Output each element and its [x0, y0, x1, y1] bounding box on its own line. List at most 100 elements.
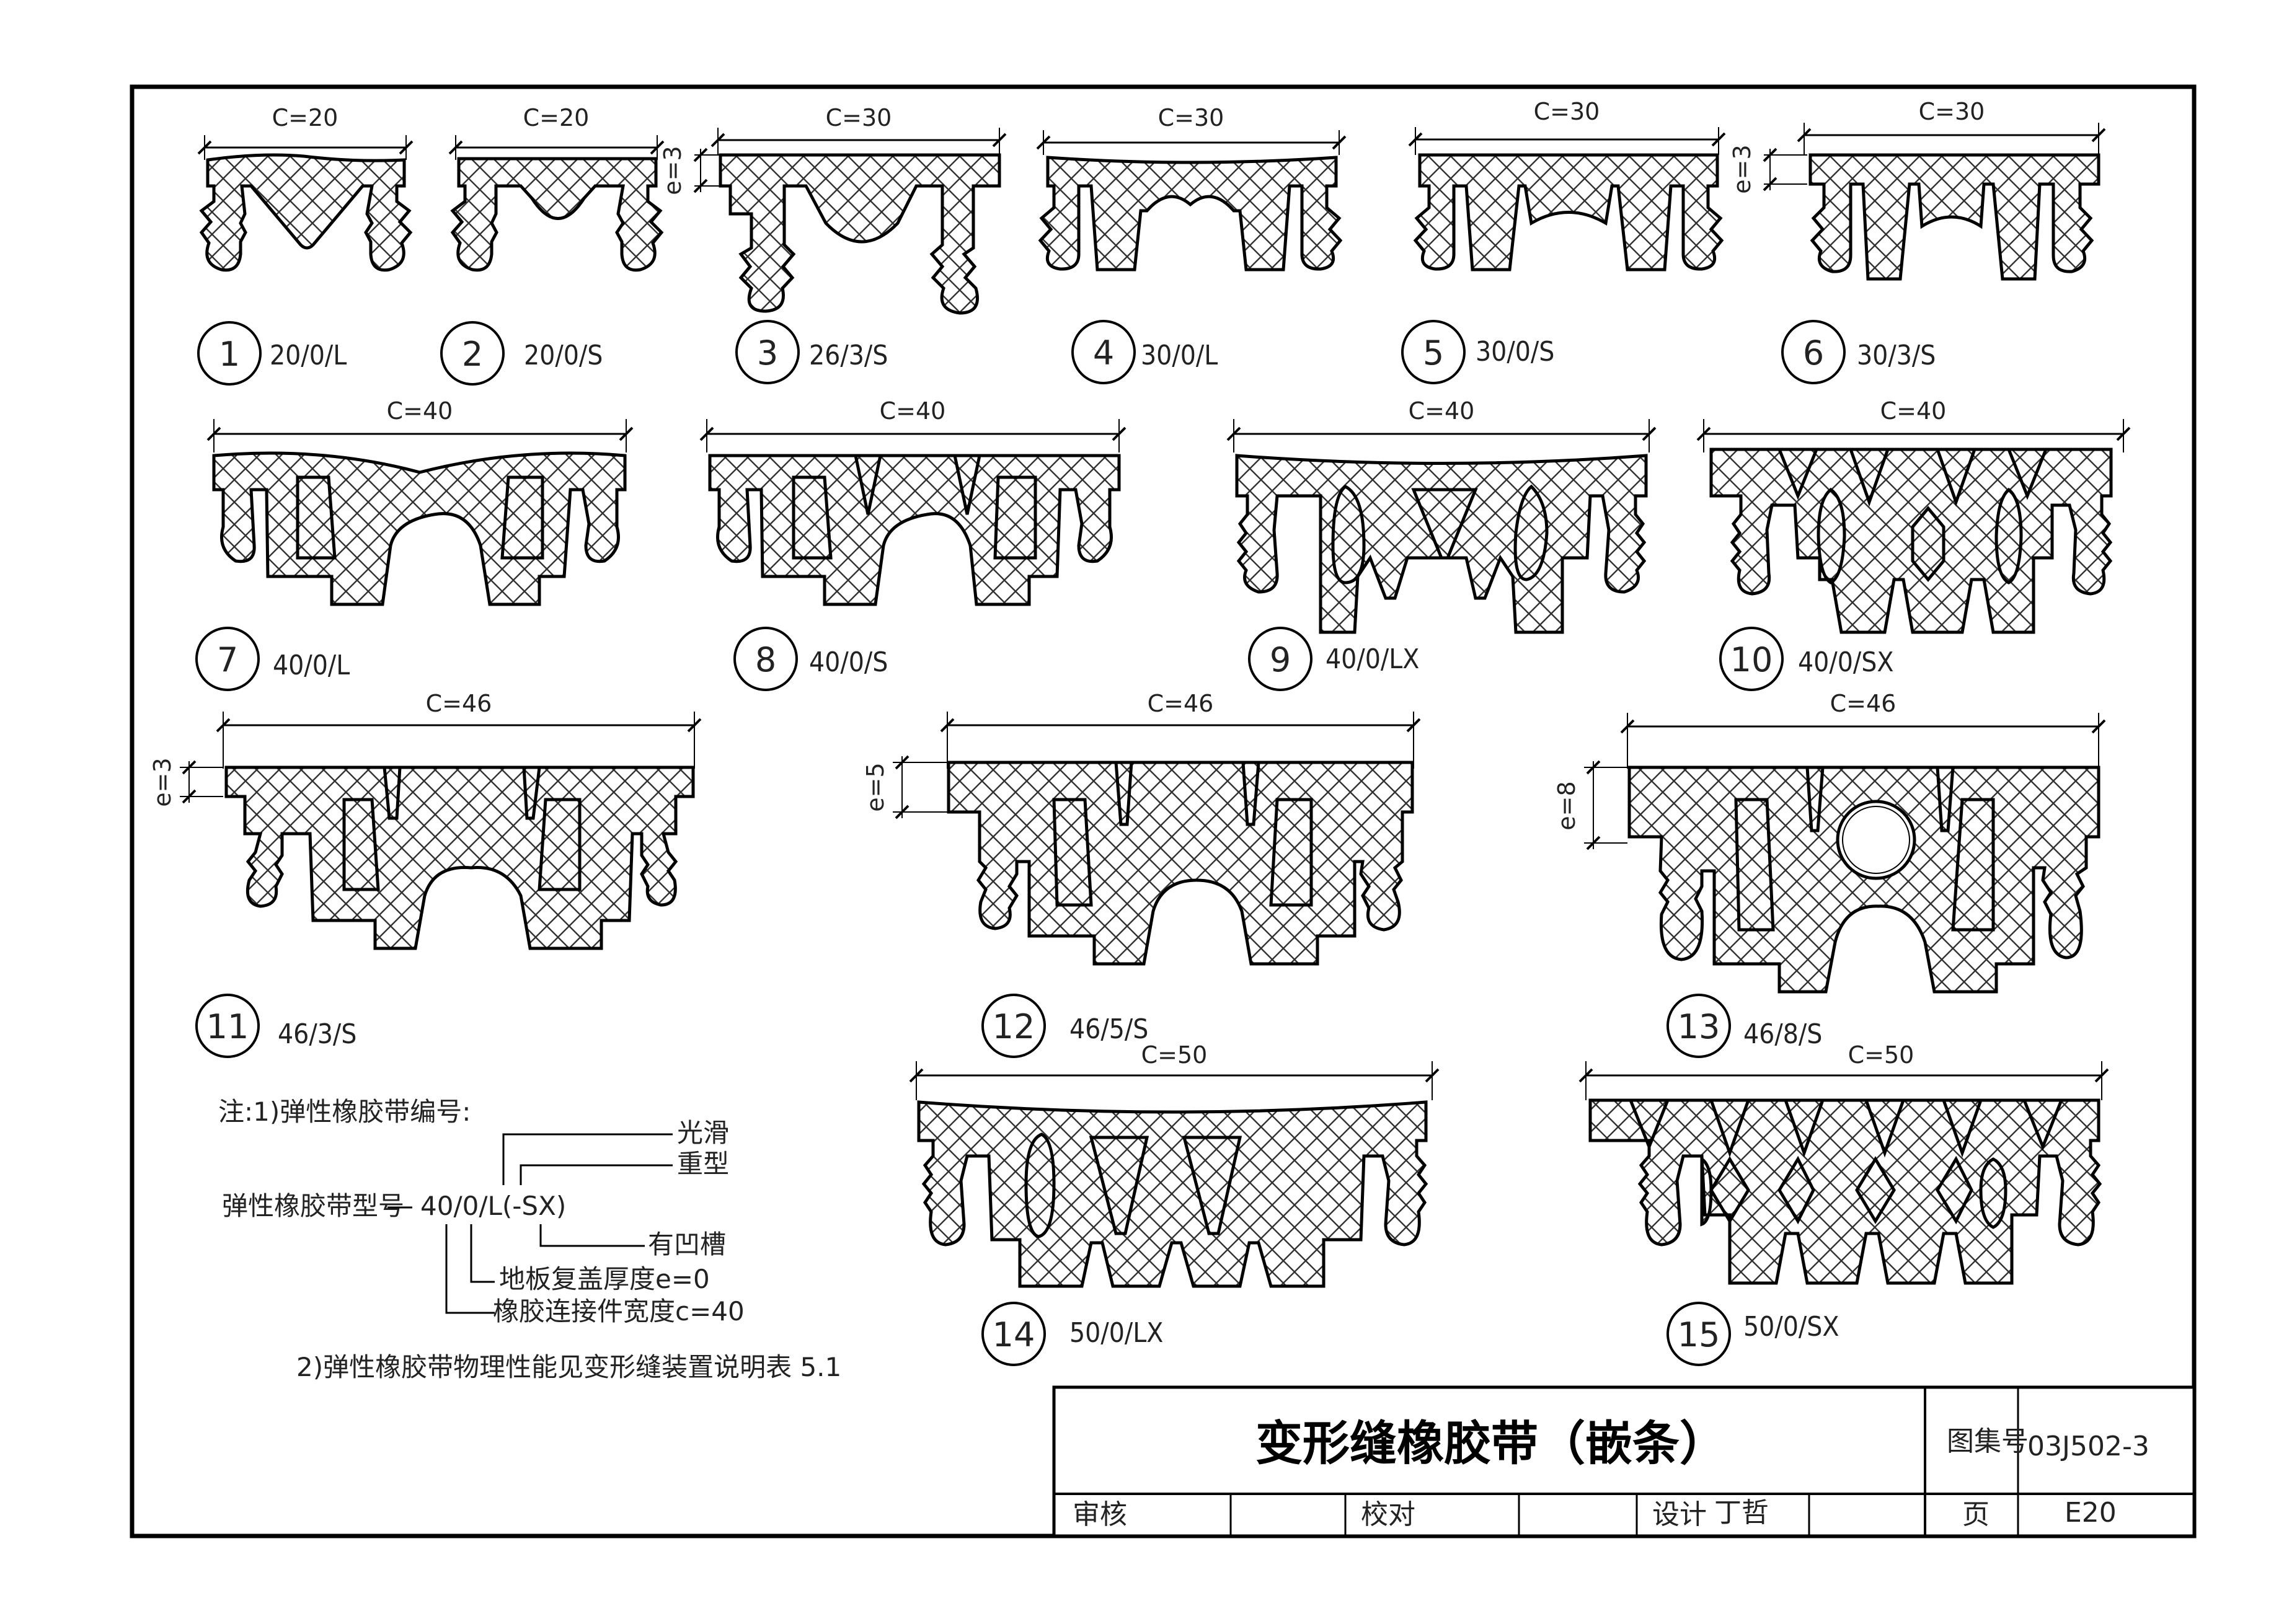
- dim-label: C=30: [1158, 104, 1224, 131]
- profile-13: C=46 e=8: [1553, 690, 2106, 994]
- label-6: 6 30/3/S: [1781, 320, 1936, 384]
- profile-code: 40/0/L: [273, 650, 350, 681]
- profile-number: 9: [1270, 640, 1291, 679]
- profile-shape: [917, 1100, 1428, 1288]
- profile-number: 6: [1803, 333, 1824, 373]
- profile-number: 12: [993, 1007, 1035, 1046]
- e-label: e=3: [1728, 144, 1756, 193]
- profile-number: 5: [1423, 333, 1444, 373]
- profile-code: 20/0/L: [270, 340, 347, 371]
- model-code: 40/0/L(-SX): [420, 1191, 566, 1221]
- profile-code: 46/3/S: [278, 1018, 356, 1050]
- dim-label: C=40: [387, 397, 453, 425]
- label-3: 3 26/3/S: [735, 320, 888, 384]
- profile-code: 40/0/SX: [1798, 647, 1893, 678]
- profile-4: C=30: [1036, 104, 1347, 271]
- label-12: 12 46/5/S: [981, 994, 1148, 1058]
- profile-number: 10: [1730, 640, 1773, 679]
- label-15: 15 50/0/SX: [1667, 1302, 1839, 1366]
- review-label: 审核: [1073, 1499, 1127, 1530]
- note-line-2: 2)弹性橡胶带物理性能见变形缝装置说明表 5.1: [296, 1352, 841, 1382]
- profile-code: 26/3/S: [809, 340, 888, 371]
- drawing-title: 变形缝橡胶带（嵌条）: [1255, 1416, 1727, 1471]
- profile-1: C=20: [197, 104, 414, 272]
- profile-number: 11: [206, 1007, 249, 1046]
- label-7: 7 40/0/L: [195, 627, 350, 691]
- profile-shape: [1235, 454, 1648, 634]
- dim-label: C=46: [1830, 690, 1897, 717]
- profile-code: 20/0/S: [524, 340, 603, 371]
- profile-code: 40/0/LX: [1326, 643, 1419, 675]
- profile-14: C=50: [909, 1041, 1440, 1288]
- dim-label: C=30: [826, 104, 892, 131]
- profile-3: C=30 e=3: [659, 104, 1007, 315]
- legend-thickness: 地板复盖厚度e=0: [499, 1264, 710, 1294]
- label-5: 5 30/0/S: [1401, 320, 1554, 384]
- profile-shape: [212, 451, 627, 606]
- label-10: 10 40/0/SX: [1719, 627, 1893, 691]
- notes-block: 注:1)弹性橡胶带编号: 弹性橡胶带型号 40/0/L(-SX) 光滑 重型 有…: [218, 1097, 841, 1382]
- profile-2: C=20: [448, 104, 665, 272]
- profile-shape: [450, 157, 664, 272]
- dim-label: C=46: [1148, 690, 1214, 717]
- designer-name: 丁哲: [1714, 1497, 1769, 1529]
- dim-label: C=20: [272, 104, 339, 131]
- profile-shape: [1413, 153, 1724, 271]
- page-label: 页: [1962, 1499, 1990, 1530]
- label-14: 14 50/0/LX: [981, 1302, 1163, 1366]
- legend-heavy: 重型: [677, 1149, 729, 1179]
- label-13: 13 46/8/S: [1667, 994, 1822, 1058]
- e-label: e=3: [659, 146, 686, 195]
- legend-width: 橡胶连接件宽度c=40: [493, 1296, 745, 1326]
- dim-label: C=50: [1848, 1041, 1914, 1069]
- legend-smooth: 光滑: [677, 1118, 729, 1148]
- page-value: E20: [2065, 1497, 2117, 1529]
- profile-shape: [1808, 153, 2100, 281]
- profile-number: 4: [1093, 333, 1114, 373]
- profile-shape: [224, 766, 695, 950]
- profile-number: 7: [217, 640, 238, 679]
- profile-6: C=30 e=3: [1728, 98, 2106, 281]
- label-8: 8 40/0/S: [733, 627, 888, 691]
- profile-number: 8: [755, 640, 776, 679]
- dim-label: C=50: [1141, 1041, 1208, 1069]
- dim-label: C=40: [1880, 397, 1947, 425]
- dim-label: C=40: [1409, 397, 1475, 425]
- profile-number: 1: [219, 335, 240, 374]
- dim-label: C=40: [880, 397, 946, 425]
- label-4: 4 30/0/L: [1071, 320, 1218, 384]
- profile-11: C=46 e=3: [149, 690, 702, 950]
- profile-shape: [947, 761, 1414, 966]
- profile-9: C=40: [1226, 397, 1657, 634]
- atlas-label: 图集号: [1947, 1426, 2029, 1457]
- profile-number: 2: [462, 335, 483, 374]
- profile-code: 30/3/S: [1857, 340, 1936, 371]
- profile-shape: [1588, 1098, 2102, 1285]
- profile-number: 14: [993, 1315, 1035, 1354]
- profile-shape: [1709, 448, 2113, 634]
- profile-10: C=40: [1696, 397, 2131, 634]
- profile-shape: [1038, 156, 1343, 271]
- legend-groove: 有凹槽: [648, 1229, 726, 1260]
- profile-code: 30/0/S: [1476, 336, 1554, 368]
- title-block: 变形缝橡胶带（嵌条） 图集号 03J502-3 审核 校对 设计 丁哲 页 E2…: [1052, 1385, 2196, 1538]
- e-label: e=8: [1553, 781, 1580, 830]
- profile-8: C=40: [699, 397, 1127, 606]
- dim-label: C=20: [523, 104, 590, 131]
- label-1: 1 20/0/L: [197, 321, 347, 386]
- profile-number: 15: [1678, 1315, 1720, 1354]
- profile-code: 40/0/S: [809, 647, 888, 678]
- profile-shape: [199, 153, 413, 272]
- profile-code: 46/5/S: [1069, 1013, 1148, 1045]
- dim-label: C=46: [426, 690, 492, 717]
- e-label: e=3: [149, 757, 176, 806]
- profile-5: C=30: [1408, 98, 1726, 271]
- profile-shape: [719, 153, 1001, 315]
- atlas-value: 03J502-3: [2027, 1431, 2149, 1462]
- dim-label: C=30: [1919, 98, 1985, 125]
- profile-12: C=46 e=5: [862, 690, 1421, 966]
- profile-number: 3: [757, 333, 778, 373]
- dim-label: C=30: [1534, 98, 1600, 125]
- label-9: 9 40/0/LX: [1248, 627, 1419, 691]
